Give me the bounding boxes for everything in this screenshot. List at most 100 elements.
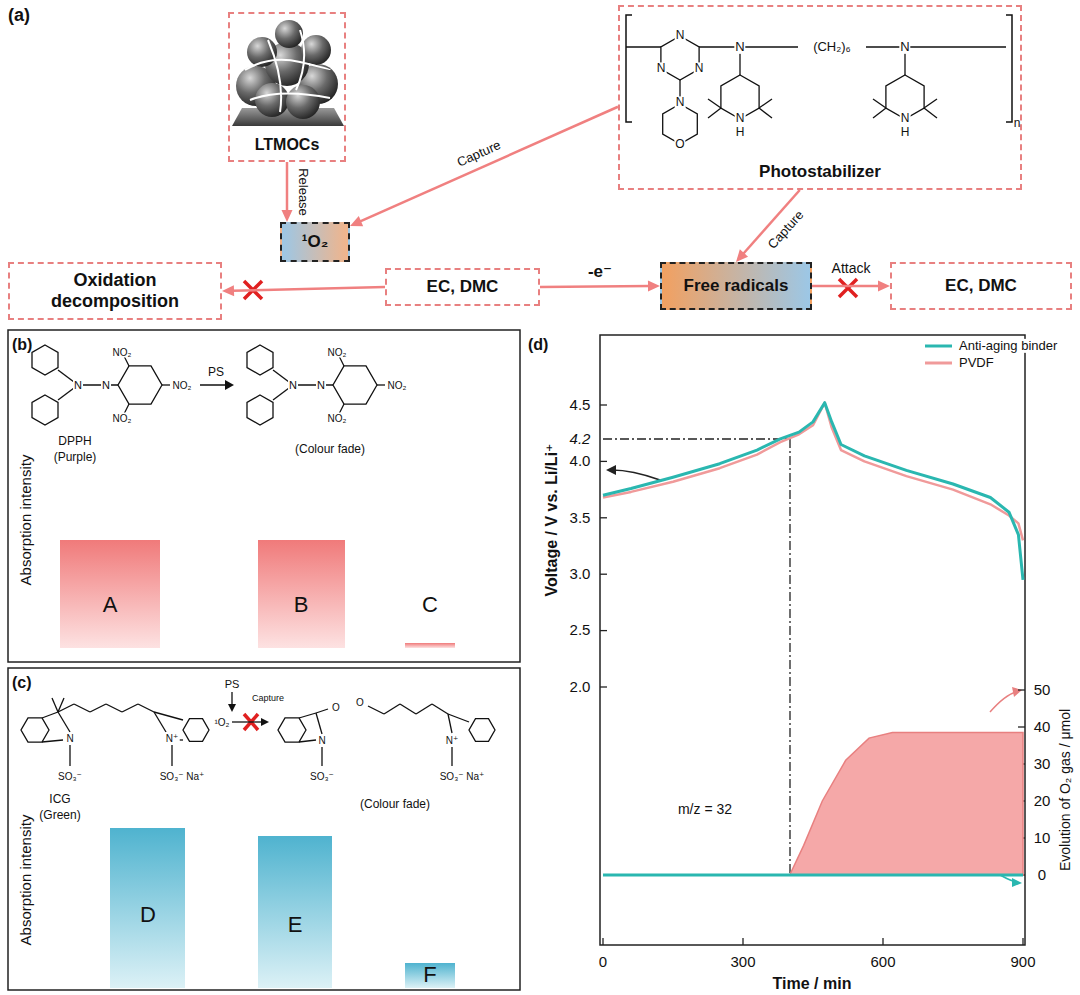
axis-pointer: [606, 465, 616, 475]
dashed-box: LTMOCs: [228, 12, 346, 162]
chemical-bond: [708, 108, 721, 118]
figure-label: PS: [225, 678, 240, 690]
figure-label: 4.0: [570, 453, 591, 470]
axis-tick: [1018, 689, 1025, 690]
figure-label: SO₃⁻: [58, 771, 82, 782]
figure-label: (Colour fade): [360, 798, 430, 811]
bar: [258, 540, 345, 648]
figure-label: H: [900, 126, 911, 139]
figure-label: D: [140, 903, 156, 927]
figure-label: N⁺: [165, 733, 180, 744]
ring-bond: [469, 719, 495, 742]
chemical-bond: [138, 704, 154, 712]
figure-label: (Green): [39, 809, 80, 822]
axis-tick: [600, 686, 607, 687]
reaction-arrow: [225, 380, 234, 390]
figure-label: Absorption intensity: [18, 455, 35, 586]
figure-label: n: [1014, 117, 1021, 130]
connector-line: [286, 162, 289, 212]
figure-label: N: [288, 379, 298, 391]
figure-label: N: [317, 735, 326, 746]
dashed-box: Oxidation decomposition: [8, 262, 222, 320]
figure-label: (CH₂)₆: [812, 40, 852, 54]
chemical-bond: [74, 704, 90, 712]
chemical-bond: [740, 46, 798, 47]
figure-label: NO₂: [112, 413, 133, 424]
figure-label: N: [316, 379, 326, 391]
figure-label: 900: [1010, 954, 1035, 971]
axis-pointer: [1012, 687, 1022, 697]
species-box: Free radicals: [660, 262, 812, 310]
figure-label: (Colour fade): [295, 443, 365, 456]
figure-label: 300: [730, 954, 755, 971]
chemical-bond: [377, 384, 385, 385]
figure-label: 3.0: [570, 566, 591, 583]
chemical-bond: [448, 714, 469, 722]
chemical-bond: [78, 384, 118, 385]
figure-label: Time / min: [773, 975, 852, 993]
chemical-bond: [42, 712, 58, 718]
plot-frame: [600, 335, 1025, 945]
figure-label: E: [288, 913, 303, 937]
figure-label: O: [331, 702, 341, 713]
figure-label: 20: [1034, 793, 1051, 810]
figure-label: N: [899, 40, 910, 54]
chemical-bond: [42, 740, 63, 742]
figure-label: 3.5: [570, 510, 591, 527]
gas-evolution-line: [603, 874, 1023, 877]
chemical-bond: [154, 712, 183, 720]
edge-label: Capture: [453, 138, 505, 171]
figure-label: 0: [599, 954, 607, 971]
figure-label: 40: [1034, 719, 1051, 736]
legend-text: Anti-aging binder: [958, 339, 1058, 353]
axis-tick: [1022, 938, 1023, 945]
connector-arrow: [222, 285, 385, 296]
ring-bond: [278, 718, 306, 742]
chemical-bond: [58, 712, 70, 732]
figure-label: 4.5: [570, 397, 591, 414]
chemical-bond: [69, 745, 70, 766]
connector-line: [540, 285, 650, 288]
edge-label: -e⁻: [586, 262, 614, 281]
node-text: ¹O₂: [302, 232, 328, 252]
dashed-box: EC, DMC: [890, 262, 1072, 310]
connector-line: [812, 285, 880, 288]
figure-label: N: [900, 112, 911, 125]
bar: [405, 963, 455, 988]
chemical-bond: [708, 99, 721, 108]
figure-label: O: [674, 138, 685, 151]
figure-label: 2.0: [570, 679, 591, 696]
guide-line: [603, 439, 790, 875]
blocked-mark: [244, 279, 857, 730]
chemical-bond: [759, 99, 772, 108]
figure-label: (b): [12, 336, 32, 354]
figure-label: Absorption intensity: [18, 815, 35, 946]
axis-tick: [600, 517, 607, 518]
particle: [275, 20, 303, 48]
chemical-bond: [316, 709, 328, 713]
figure-label: ¹O₂: [214, 717, 231, 728]
figure-label: 10: [1034, 830, 1051, 847]
figure-label: SO₃⁻: [310, 771, 334, 782]
axis-tick: [600, 630, 607, 631]
dashed-box: EC, DMC: [385, 268, 540, 306]
panel-frame: [8, 668, 520, 990]
figure-label: Capture: [252, 694, 284, 704]
connector-arrow: [350, 107, 618, 226]
legend-text: PVDF: [958, 356, 995, 370]
bar: [110, 828, 185, 988]
ring-bond: [32, 395, 58, 425]
chemical-bond: [52, 698, 58, 712]
ring-bond: [118, 366, 162, 404]
figure-label: DPPH: [58, 435, 91, 448]
figure-label: 0: [1038, 867, 1046, 884]
chemical-bond: [321, 747, 322, 766]
bar: [258, 836, 332, 988]
chemical-bond: [299, 740, 316, 742]
axis-pointer: [612, 470, 660, 480]
ring-bond: [247, 395, 273, 425]
figure-label: N: [101, 379, 111, 391]
